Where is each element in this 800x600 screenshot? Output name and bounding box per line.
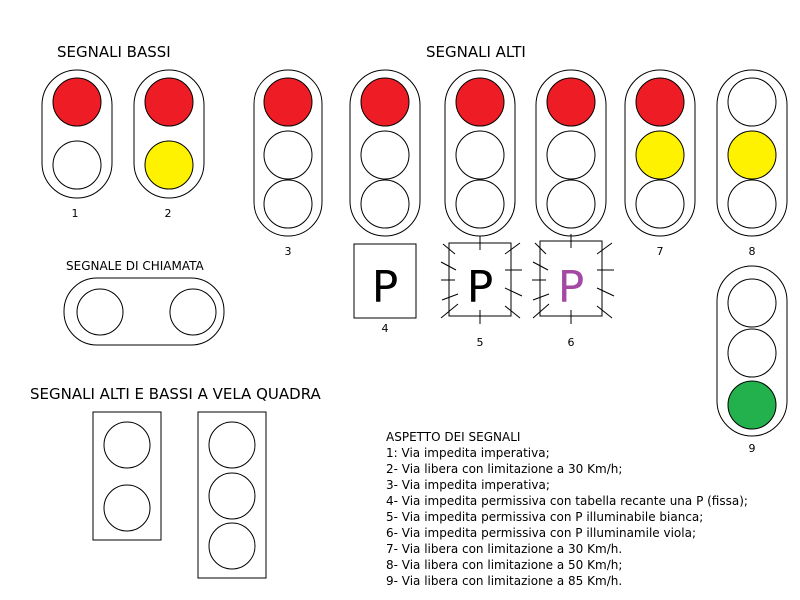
legend-line: 3- Via impedita imperativa;: [386, 478, 550, 492]
signal-1: 1: [41, 69, 113, 220]
signal-lamp: [263, 130, 313, 180]
legend-line: 1: Via impedita imperativa;: [386, 446, 550, 460]
signal-lamp: [103, 484, 151, 532]
p-panel-6: P 6: [532, 234, 615, 349]
signal-lamp: [360, 130, 410, 180]
signal-number: 8: [749, 245, 756, 258]
signal-lamp: [546, 130, 596, 180]
p-panel-4: P 4: [353, 243, 417, 335]
signal-lamp: [144, 77, 194, 127]
signal-lamp: [169, 288, 217, 336]
signal-lamp: [727, 278, 777, 328]
signal-lamp: [727, 77, 777, 127]
signal-lamp: [546, 77, 596, 127]
signal-number: 7: [657, 245, 664, 258]
signal-lamp: [263, 179, 313, 229]
p-panel-frame: [353, 243, 417, 319]
p-panel-5: P 5: [440, 236, 523, 349]
signal-lamp: [52, 77, 102, 127]
signal-9: 9: [716, 265, 788, 455]
light-rays-icon: [532, 234, 615, 324]
signal-lamp: [360, 77, 410, 127]
light-rays-icon: [440, 236, 523, 324]
signal-4: [349, 69, 421, 237]
signal-number: 9: [749, 442, 756, 455]
signal-lamp: [635, 179, 685, 229]
p-panel-letter: P: [372, 262, 399, 313]
p-panel-number: 4: [382, 322, 389, 335]
signal-lamp: [360, 179, 410, 229]
signal-lamp: [455, 179, 505, 229]
signal-8: 8: [716, 69, 788, 258]
legend-line: 5- Via impedita permissiva con P illumin…: [386, 510, 703, 524]
legend-line: 7- Via libera con limitazione a 30 Km/h.: [386, 542, 622, 556]
signal-2: 2: [133, 69, 205, 220]
calling-signal: [63, 277, 225, 346]
signal-7: 7: [624, 69, 696, 258]
heading-vela-quadra: SEGNALI ALTI E BASSI A VELA QUADRA: [30, 385, 322, 403]
legend-line: 9- Via libera con limitazione a 85 Km/h.: [386, 574, 622, 588]
signal-lamp: [727, 328, 777, 378]
signal-lamp: [635, 130, 685, 180]
signal-lamp: [52, 140, 102, 190]
signal-lamp: [103, 421, 151, 469]
signal-lamp: [727, 179, 777, 229]
legend-line: 8- Via libera con limitazione a 50 Km/h;: [386, 558, 622, 572]
square-signal-two-lamps: [92, 411, 162, 541]
legend-line: 6- Via impedita permissiva con P illumin…: [386, 526, 696, 540]
signal-number: 3: [285, 245, 292, 258]
heading-segnali-bassi: SEGNALI BASSI: [57, 43, 171, 61]
signal-3: 3: [253, 69, 323, 258]
signal-number: 1: [72, 207, 79, 220]
signal-number: 2: [165, 207, 172, 220]
p-panel-number: 5: [477, 336, 484, 349]
legend-line: 2- Via libera con limitazione a 30 Km/h;: [386, 462, 622, 476]
p-panel-number: 6: [568, 336, 575, 349]
p-panel-frame: [448, 242, 512, 317]
signal-lamp: [263, 77, 313, 127]
heading-segnali-alti: SEGNALI ALTI: [426, 43, 526, 61]
signal-lamp: [727, 130, 777, 180]
signal-lamp: [727, 380, 777, 430]
signal-lamp: [76, 288, 124, 336]
signal-lamp: [208, 421, 256, 469]
signal-lamp: [546, 179, 596, 229]
signal-lamp: [208, 472, 256, 520]
legend: ASPETTO DEI SEGNALI 1: Via impedita impe…: [386, 430, 748, 588]
signal-6: [535, 69, 607, 237]
signal-lamp: [635, 77, 685, 127]
p-panel-letter: P: [467, 262, 494, 313]
legend-line: 4- Via impedita permissiva con tabella r…: [386, 494, 748, 508]
heading-segnale-chiamata: SEGNALE DI CHIAMATA: [66, 259, 205, 273]
signal-lamp: [455, 77, 505, 127]
signal-lamp: [208, 522, 256, 570]
square-signal-three-lamps: [197, 411, 267, 579]
signal-lamp: [144, 140, 194, 190]
signal-5: [444, 69, 516, 237]
p-panel-letter: P: [558, 262, 585, 313]
legend-title: ASPETTO DEI SEGNALI: [386, 430, 520, 444]
signal-lamp: [455, 130, 505, 180]
